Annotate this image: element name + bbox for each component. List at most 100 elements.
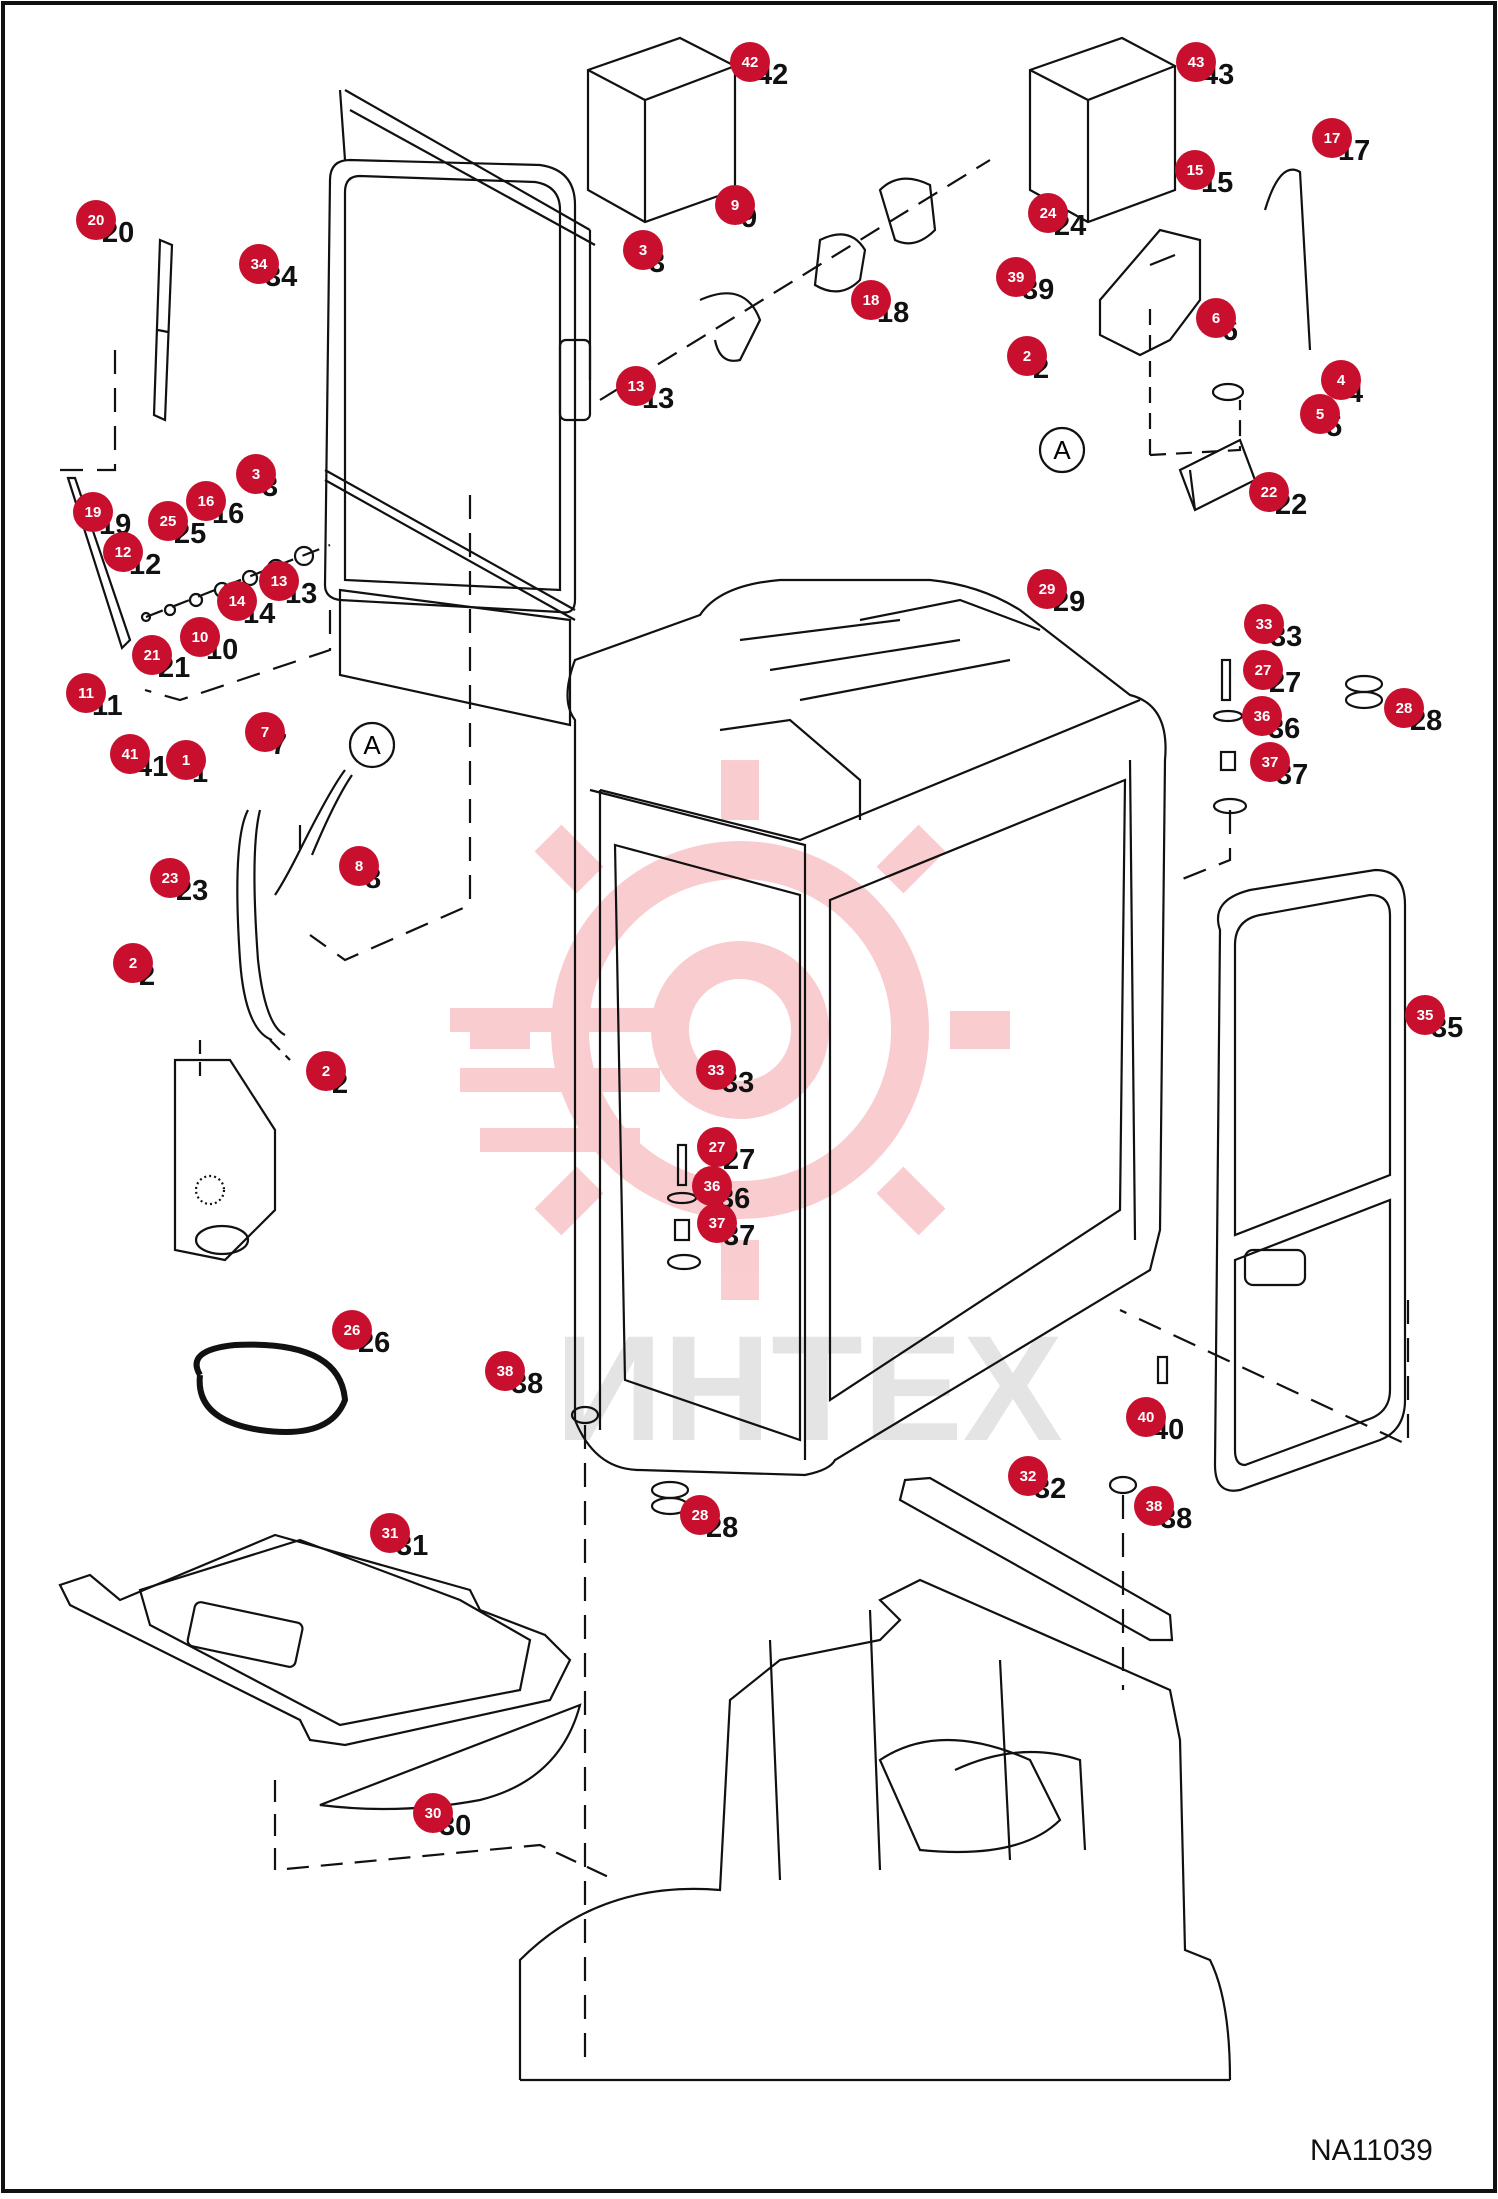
callout-badge-label: 20 [88, 212, 105, 229]
callout-badge [103, 532, 143, 572]
callout-badge-label: 13 [271, 573, 288, 590]
mount-stack-right [1212, 658, 1248, 815]
callout-badge-label: 38 [1146, 1498, 1163, 1515]
callout-badge [715, 185, 755, 225]
callout-badge [1405, 995, 1445, 1035]
callout-badge [113, 943, 153, 983]
callout-badge-label: 42 [742, 54, 759, 71]
callout-badge-label: 43 [1188, 54, 1205, 71]
callout-badge-label: 24 [1040, 205, 1057, 222]
callout-badge-label: 2 [322, 1063, 330, 1080]
callout-badge-label: 33 [708, 1062, 725, 1079]
callout-c1[interactable]: 11 [166, 740, 208, 789]
callout-badge-label: 39 [1008, 269, 1025, 286]
callout-badge [1244, 604, 1284, 644]
callout-badge [680, 1495, 720, 1535]
callout-badge [150, 858, 190, 898]
callout-badge-label: 13 [628, 378, 645, 395]
callout-badge-label: 5 [1316, 406, 1324, 423]
connector-label-a1: A [1053, 435, 1071, 465]
callout-badge [1007, 336, 1047, 376]
callout-badge-label: 37 [709, 1215, 726, 1232]
callout-badge-label: 36 [704, 1178, 721, 1195]
callout-badge [339, 846, 379, 886]
callout-c8[interactable]: 88 [339, 846, 381, 895]
callout-c3b[interactable]: 33 [236, 454, 278, 503]
callout-badge [1176, 42, 1216, 82]
callout-badge [696, 1050, 736, 1090]
callout-c2c[interactable]: 22 [306, 1051, 348, 1100]
callout-badge-label: 3 [252, 466, 260, 483]
callout-badge-label: 26 [344, 1322, 361, 1339]
callout-c7[interactable]: 77 [245, 712, 287, 761]
callout-c3a[interactable]: 33 [623, 230, 665, 279]
callout-badge-label: 14 [229, 593, 246, 610]
callout-c9[interactable]: 99 [715, 185, 757, 234]
callout-badge [1321, 360, 1361, 400]
callout-badge [730, 42, 770, 82]
callout-badge [1384, 688, 1424, 728]
callout-badge-label: 34 [251, 256, 268, 273]
callout-badge [148, 501, 188, 541]
callout-badge [1196, 298, 1236, 338]
callout-badge [851, 280, 891, 320]
callout-c4[interactable]: 44 [1321, 360, 1363, 409]
callout-badge [180, 617, 220, 657]
connector-label-a2: A [363, 730, 381, 760]
callout-badge [697, 1203, 737, 1243]
callout-badge-label: 11 [78, 685, 94, 702]
callout-badge-label: 22 [1261, 484, 1278, 501]
callout-badge-label: 4 [1337, 372, 1346, 389]
callout-c5[interactable]: 55 [1300, 394, 1342, 443]
callout-c2a[interactable]: 22 [1007, 336, 1049, 385]
callout-badge-label: 25 [160, 513, 177, 530]
callout-c6[interactable]: 66 [1196, 298, 1238, 347]
callout-c2b[interactable]: 22 [113, 943, 155, 992]
callout-badge-label: 27 [709, 1139, 726, 1156]
callout-badge [1312, 118, 1352, 158]
callout-badge [1249, 472, 1289, 512]
connector-a-top [1038, 426, 1086, 474]
